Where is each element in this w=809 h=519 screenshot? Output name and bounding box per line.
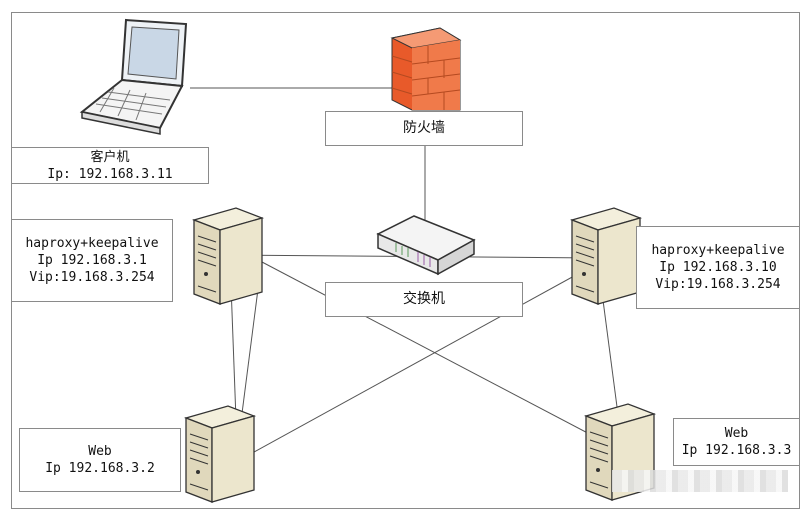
- ha-right-vip: Vip:19.168.3.254: [655, 277, 781, 292]
- web-right-ip: Ip 192.168.3.3: [681, 443, 792, 458]
- client-name: 客户机: [90, 149, 130, 165]
- client-ip: Ip: 192.168.3.11: [47, 166, 173, 182]
- web-left-ip: Ip 192.168.3.2: [45, 461, 155, 476]
- server-icon-ha-left: [191, 207, 265, 305]
- link-ha-left-web-right: [261, 261, 621, 451]
- server-icon-web-left: [183, 405, 257, 503]
- watermark-blur: [612, 470, 788, 492]
- web-left-label-box: Web Ip 192.168.3.2: [19, 428, 181, 492]
- firewall-name: 防火墙: [403, 120, 445, 136]
- client-label-box: 客户机 Ip: 192.168.3.11: [11, 147, 209, 184]
- link-ha-right-web-left: [235, 269, 586, 463]
- ha-right-role: haproxy+keepalive: [651, 243, 785, 258]
- ha-left-label-box: haproxy+keepalive Ip 192.168.3.1 Vip:19.…: [11, 219, 173, 302]
- laptop-icon: [79, 18, 188, 135]
- ha-right-label-box: haproxy+keepalive Ip 192.168.3.10 Vip:19…: [636, 226, 800, 309]
- web-right-label-box: Web Ip 192.168.3.3: [673, 418, 800, 466]
- server-icon-ha-right: [569, 207, 643, 305]
- switch-name: 交换机: [403, 291, 445, 307]
- web-left-role: Web: [88, 444, 112, 459]
- switch-label-box: 交换机: [325, 282, 523, 317]
- firewall-label-box: 防火墙: [325, 111, 523, 146]
- ha-left-vip: Vip:19.168.3.254: [29, 270, 155, 285]
- firewall-icon: [390, 27, 462, 111]
- ha-left-ip: Ip 192.168.3.1: [37, 253, 147, 268]
- web-right-role: Web: [724, 426, 749, 441]
- switch-icon: [376, 215, 476, 276]
- ha-right-ip: Ip 192.168.3.10: [659, 260, 777, 275]
- ha-left-role: haproxy+keepalive: [25, 236, 159, 251]
